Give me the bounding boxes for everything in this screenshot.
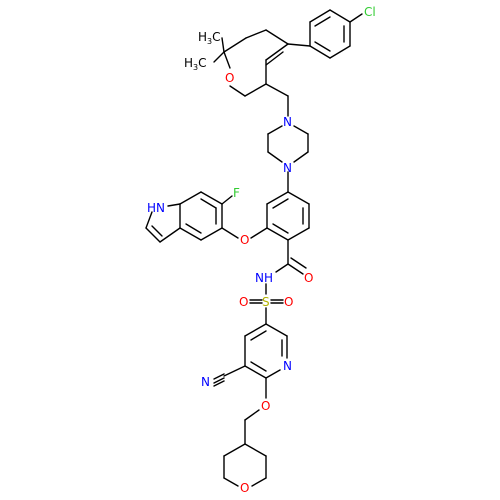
- bond: [151, 225, 163, 237]
- bond: [265, 43, 289, 61]
- methyl-top-c: C: [212, 30, 220, 44]
- bond: [200, 191, 223, 205]
- bond: [223, 51, 231, 69]
- cyano-nitrogen-label: N: [201, 375, 210, 389]
- bond: [266, 191, 289, 205]
- atom-labels: Cl H3C H3C O N N HN F O O NH S O O N N O…: [147, 5, 376, 495]
- bond: [145, 211, 153, 229]
- bond: [229, 85, 246, 97]
- bond: [250, 361, 267, 372]
- bond: [213, 380, 225, 387]
- piperazine-n-top-label: N: [283, 115, 292, 129]
- bond: [250, 330, 267, 341]
- bond: [267, 125, 283, 135]
- methyl-bottom-c: C: [198, 56, 206, 70]
- bond: [145, 227, 161, 243]
- bond: [349, 13, 363, 23]
- sulfur-label: S: [262, 295, 270, 309]
- sulfonyl-oxygen-right-label: O: [284, 295, 293, 309]
- bond: [309, 45, 331, 59]
- alkoxy-oxygen-label: O: [261, 399, 270, 413]
- bond: [185, 223, 202, 234]
- bond: [245, 29, 267, 39]
- pyran-oxygen-label: O: [225, 71, 234, 85]
- bond: [265, 83, 289, 97]
- bond: [179, 191, 202, 205]
- methyl-top-h: H: [198, 30, 207, 44]
- indole-nh-label: HN: [147, 201, 165, 215]
- bond: [287, 227, 310, 241]
- methyl-bottom-label: H3C: [184, 56, 207, 72]
- bond: [179, 227, 202, 241]
- amide-nh-label: NH: [255, 271, 273, 285]
- bond: [244, 409, 260, 421]
- fluorine-label: F: [233, 186, 240, 200]
- bond: [267, 151, 283, 163]
- bond: [287, 263, 304, 275]
- bond: [329, 9, 351, 23]
- sulfonyl-oxygen-left-label: O: [239, 295, 248, 309]
- bond: [251, 477, 267, 487]
- bond: [266, 227, 289, 241]
- bond: [223, 365, 246, 377]
- bond: [314, 41, 331, 52]
- methyl-bottom-sub: 3: [193, 63, 198, 72]
- bond: [309, 9, 331, 23]
- bond: [244, 365, 267, 379]
- bond: [272, 223, 289, 234]
- amide-oxygen-label: O: [304, 271, 313, 285]
- bond: [244, 323, 267, 337]
- bond: [265, 369, 281, 379]
- bond: [159, 227, 181, 243]
- bond: [244, 83, 267, 97]
- bond: [200, 198, 217, 209]
- bond: [250, 227, 268, 239]
- bond: [287, 191, 310, 205]
- bond: [213, 373, 225, 380]
- bond: [290, 257, 307, 269]
- bond: [265, 51, 284, 66]
- oxane-oxygen-label: O: [240, 481, 249, 495]
- methyl-top-sub: 3: [207, 37, 212, 46]
- bond: [287, 43, 311, 47]
- bond: [275, 263, 289, 273]
- bond: [244, 443, 267, 457]
- bond: [272, 198, 289, 209]
- bond: [265, 323, 288, 337]
- bond: [200, 227, 223, 241]
- bond: [213, 51, 225, 63]
- methyl-bottom-h: H: [184, 56, 193, 70]
- bonds: [145, 9, 363, 487]
- methyl-top-label: H3C: [198, 30, 221, 46]
- bond: [221, 195, 233, 205]
- bond: [221, 37, 225, 53]
- bond: [213, 377, 225, 384]
- piperazine-n-bottom-label: N: [283, 161, 292, 175]
- pyridine-nitrogen-label: N: [283, 359, 292, 373]
- bond: [223, 443, 246, 457]
- bond: [293, 151, 309, 163]
- bond: [265, 29, 289, 45]
- bond: [223, 477, 239, 487]
- chlorine-label: Cl: [364, 5, 376, 19]
- bond: [314, 16, 331, 27]
- ether-oxygen-label: O: [240, 233, 249, 247]
- bond: [223, 37, 247, 53]
- bond: [329, 45, 351, 59]
- bond: [167, 203, 181, 207]
- bond: [293, 125, 309, 135]
- bond: [221, 227, 239, 239]
